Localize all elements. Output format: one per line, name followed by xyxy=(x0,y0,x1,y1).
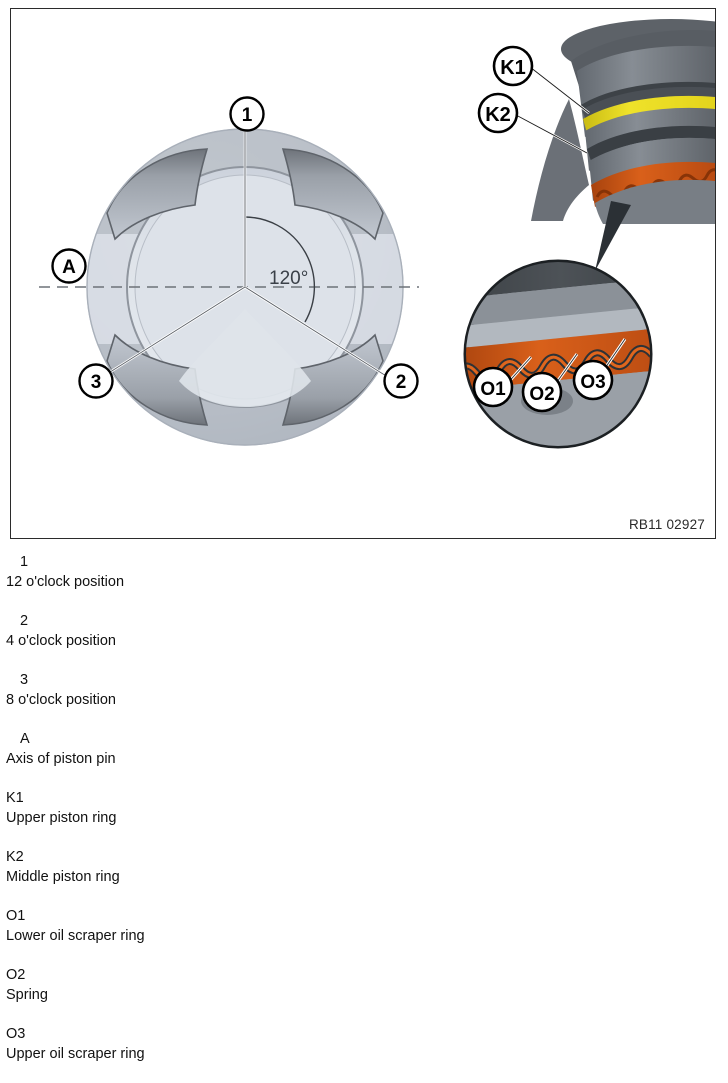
legend-key: O2 xyxy=(6,967,26,983)
magnifier-pointer xyxy=(595,201,631,271)
legend-entry: 3 8 o'clock position xyxy=(0,670,728,711)
figure-reference-code: RB11 02927 xyxy=(628,517,705,532)
legend-description: Spring xyxy=(6,987,48,1003)
figure-frame: 120° 1 2 3 A xyxy=(10,8,716,539)
legend-key: O3 xyxy=(6,1026,26,1042)
callout-K2-label: K2 xyxy=(485,104,511,126)
legend-description: 12 o'clock position xyxy=(6,574,125,590)
callout-1[interactable]: 1 xyxy=(229,96,265,132)
legend-description: Axis of piston pin xyxy=(6,751,116,767)
callout-A[interactable]: A xyxy=(51,248,87,284)
upper-piston-ring-K1 xyxy=(582,86,715,120)
piston-section-view xyxy=(515,19,715,224)
legend-key: 1 xyxy=(20,554,29,570)
detail-band-mid xyxy=(466,277,650,327)
legend-list: 1 12 o'clock position 2 4 o'clock position 3… xyxy=(0,552,728,1083)
legend-entry: 2 4 o'clock position xyxy=(0,611,728,652)
piston-diagram: 120° 1 2 3 A xyxy=(39,19,715,449)
legend-description: 8 o'clock position xyxy=(6,692,116,708)
callout-3[interactable]: 3 xyxy=(78,363,114,399)
callout-O2[interactable]: O2 xyxy=(521,371,563,413)
callout-1-label: 1 xyxy=(242,105,253,126)
callout-O3-label: O3 xyxy=(580,372,605,393)
legend-key: 3 xyxy=(20,672,29,688)
callout-O1[interactable]: O1 xyxy=(472,366,514,408)
legend-key: K1 xyxy=(6,790,24,806)
callout-K1[interactable]: K1 xyxy=(492,45,534,87)
legend-key: A xyxy=(20,731,30,747)
callout-2[interactable]: 2 xyxy=(383,363,419,399)
legend-description: Middle piston ring xyxy=(6,869,120,885)
legend-description: 4 o'clock position xyxy=(6,633,116,649)
valve-relief-upper-right xyxy=(281,148,384,241)
middle-piston-ring-K2 xyxy=(587,125,715,161)
callout-A-label: A xyxy=(62,257,76,278)
callout-K1-label: K1 xyxy=(500,57,526,79)
legend-description: Lower oil scraper ring xyxy=(6,928,145,944)
angle-arc xyxy=(244,216,316,323)
callout-O1-label: O1 xyxy=(480,379,506,400)
legend-description: Upper piston ring xyxy=(6,810,117,826)
callout-3-label: 3 xyxy=(91,372,102,393)
detail-magnifier-view xyxy=(463,259,653,449)
detail-band-light xyxy=(466,305,650,349)
angle-label: 120° xyxy=(269,268,308,289)
piston-ring-yellow-band xyxy=(583,95,715,133)
piston-crown-view: 120° 1 2 3 A xyxy=(39,96,419,446)
legend-entry: 1 12 o'clock position xyxy=(0,552,728,593)
legend-key: O1 xyxy=(6,908,26,924)
legend-entry: A Axis of piston pin xyxy=(0,729,728,770)
legend-description: Upper oil scraper ring xyxy=(6,1046,145,1062)
callout-O3[interactable]: O3 xyxy=(572,359,614,401)
legend-key: K2 xyxy=(6,849,24,865)
callout-O2-label: O2 xyxy=(529,384,554,405)
callout-K2[interactable]: K2 xyxy=(477,92,519,134)
callout-2-label: 2 xyxy=(396,372,407,393)
legend-key: 2 xyxy=(20,613,29,629)
valve-relief-upper-left xyxy=(106,148,209,241)
